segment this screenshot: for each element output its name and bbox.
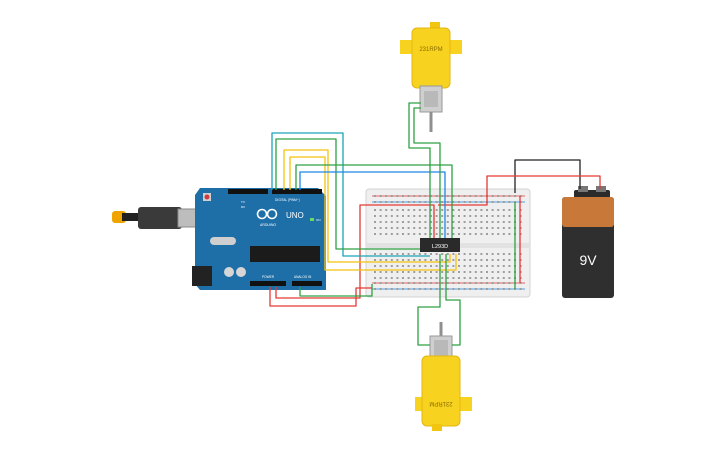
signal-wire-6 (299, 171, 446, 240)
arduino-gnd-wire (299, 284, 373, 297)
arduino-infinity-logo (256, 208, 278, 220)
wires (269, 102, 601, 346)
motor-bottom-lead-2 (445, 254, 461, 346)
motor-top-lead-1 (408, 102, 431, 240)
arduino-brand-label: ARDUINO (260, 223, 276, 227)
motor-top[interactable]: 231RPM (400, 22, 462, 132)
on-led-label: ON (316, 218, 321, 222)
motor-top-lead-2 (413, 107, 441, 240)
rx-label: RX (241, 205, 245, 209)
power-pins-label: POWER (262, 275, 275, 279)
motor-bottom[interactable]: 231RPM (415, 322, 472, 431)
motor-bottom-label: 231RPM (429, 400, 452, 406)
motor-top-label: 231RPM (419, 47, 442, 53)
tx-label: TX (241, 200, 245, 204)
signal-wire-1 (271, 132, 430, 257)
digital-pins-label: DIGITAL (PWM~) (275, 198, 300, 202)
signal-wire-3 (283, 149, 451, 263)
signal-wire-2 (275, 138, 436, 250)
breadboard-holes (374, 195, 522, 290)
reset-button[interactable] (204, 194, 210, 200)
arduino-model-label: UNO (286, 211, 304, 220)
signal-wire-4 (289, 156, 457, 271)
battery-label: 9V (579, 252, 597, 268)
arduino-5v-wire (275, 204, 435, 299)
l293d-chip[interactable]: L293D (420, 238, 460, 252)
analog-pins-label: ANALOG IN (294, 275, 312, 279)
chip-label: L293D (432, 244, 448, 250)
arduino-5v-to-rail-wire (269, 287, 372, 307)
battery-positive-wire (438, 175, 601, 206)
motor-bottom-lead-1 (417, 254, 441, 346)
signal-wire-5 (295, 164, 453, 240)
arduino-uno[interactable]: UNO ARDUINO DIGITAL (PWM~) POWER ANALOG … (192, 188, 326, 290)
battery-9v[interactable]: 9V (562, 186, 614, 298)
